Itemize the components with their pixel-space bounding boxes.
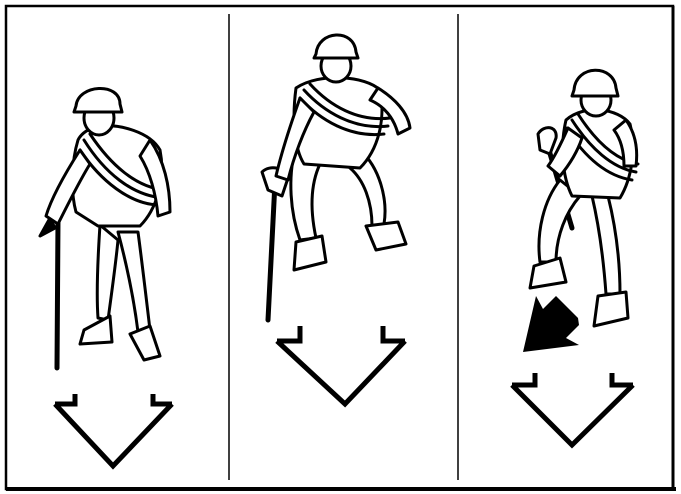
panel-3 [512, 70, 638, 445]
climber-with-ice-axe-cane-position-icon [40, 88, 170, 368]
panel-2 [262, 35, 410, 404]
climber-descending-diagonal-icon [530, 70, 638, 326]
panel-1 [40, 88, 172, 466]
chevron-down-icon [55, 394, 172, 466]
chevron-down-icon [277, 326, 405, 404]
diagonal-down-left-arrow-icon [523, 296, 579, 352]
climber-with-ice-axe-crouched-icon [262, 35, 410, 320]
chevron-down-icon [512, 373, 633, 445]
